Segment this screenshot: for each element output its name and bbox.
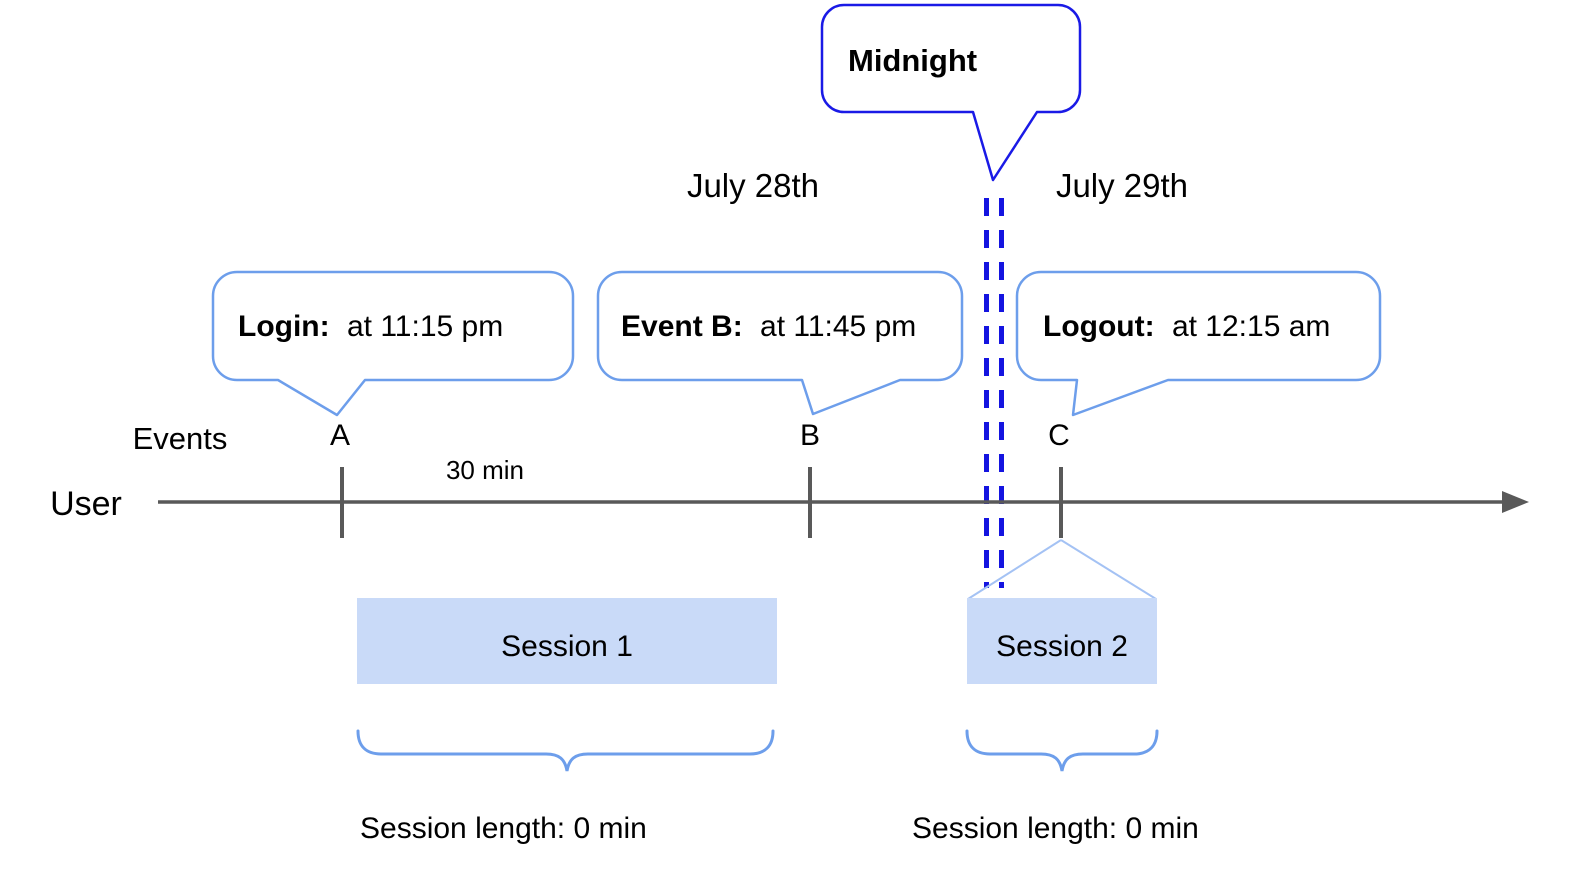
zoom-line-right	[1060, 539, 1157, 600]
midnight-callout-label: Midnight	[848, 43, 977, 78]
event-b-callout-bubble	[596, 270, 964, 416]
session-2-label: Session 2	[996, 630, 1128, 663]
session-1-box: Session 1	[357, 598, 777, 684]
logout-callout-label-bold: Logout:	[1043, 310, 1155, 343]
event-b-callout: Event B: at 11:45 pm	[596, 270, 964, 416]
date-label-july-29: July 29th	[1056, 167, 1188, 204]
login-callout-bubble	[211, 270, 575, 417]
session-1-brace	[356, 729, 775, 772]
events-row-label: Events	[133, 421, 228, 456]
timeline-arrowhead-icon	[1502, 491, 1529, 513]
event-b-callout-label: Event B: at 11:45 pm	[621, 310, 916, 343]
midnight-callout-bubble	[820, 3, 1082, 182]
session-2-box: Session 2	[967, 598, 1157, 684]
user-row-label: User	[50, 485, 122, 523]
login-callout-label-time: at 11:15 pm	[347, 310, 503, 343]
session-1-label: Session 1	[501, 630, 633, 663]
login-callout-label: Login: at 11:15 pm	[238, 310, 503, 343]
session-2-rect	[967, 598, 1157, 684]
logout-callout-label: Logout: at 12:15 am	[1043, 310, 1330, 343]
event-label-b: B	[800, 419, 820, 452]
interval-label: 30 min	[446, 455, 524, 485]
event-b-callout-label-time: at 11:45 pm	[760, 310, 916, 343]
event-label-a: A	[330, 419, 350, 452]
zoom-line-left	[967, 539, 1062, 600]
session-2-length-label: Session length: 0 min	[912, 812, 1199, 845]
logout-callout-bubble	[1015, 270, 1382, 417]
midnight-callout: Midnight	[820, 3, 1082, 182]
date-label-july-28: July 28th	[687, 167, 819, 204]
login-callout: Login: at 11:15 pm	[211, 270, 575, 417]
session-1-length-label: Session length: 0 min	[360, 812, 647, 845]
logout-callout-label-time: at 12:15 am	[1172, 310, 1330, 343]
event-b-callout-label-bold: Event B:	[621, 310, 743, 343]
event-label-c: C	[1048, 419, 1070, 452]
login-callout-label-bold: Login:	[238, 310, 330, 343]
logout-callout: Logout: at 12:15 am	[1015, 270, 1382, 417]
session-2-brace	[965, 729, 1159, 772]
session-1-rect	[357, 598, 777, 684]
